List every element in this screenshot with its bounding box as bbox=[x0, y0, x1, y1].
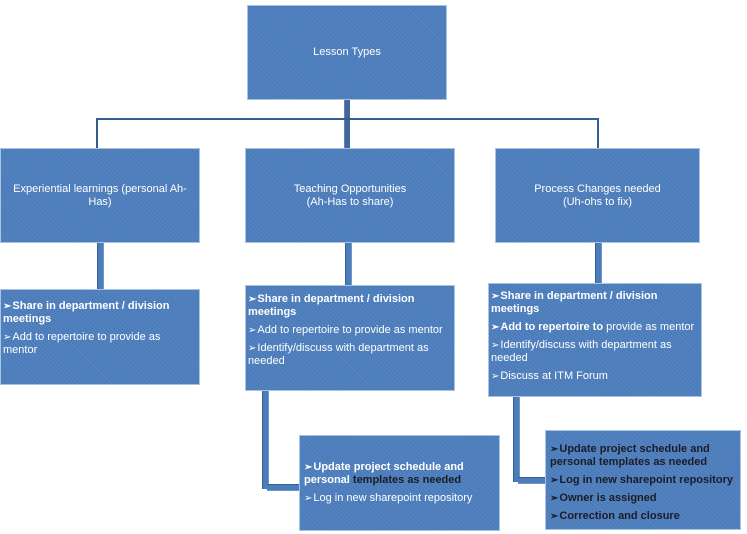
arrow-bullet-icon: ➢ bbox=[550, 493, 559, 504]
arrow-bullet-icon: ➢ bbox=[248, 294, 257, 305]
bullet-text: provide as mentor bbox=[606, 321, 695, 333]
arrow-bullet-icon: ➢ bbox=[550, 444, 559, 455]
arrow-bullet-icon: ➢ bbox=[550, 475, 559, 486]
actions-box-experiential: ➢Share in department / division meetings… bbox=[0, 289, 200, 385]
bullet-item: ➢Log in new sharepoint repository bbox=[550, 474, 737, 487]
bullet-item: ➢Share in department / division meetings bbox=[3, 300, 196, 326]
bullet-text: Add to repertoire to provide as mentor bbox=[3, 331, 161, 356]
arrow-bullet-icon: ➢ bbox=[3, 332, 12, 343]
connector-middle-elbow-horizontal bbox=[267, 484, 299, 491]
connector-right-drop bbox=[597, 118, 599, 148]
arrow-bullet-icon: ➢ bbox=[491, 291, 500, 302]
arrow-bullet-icon: ➢ bbox=[304, 462, 313, 473]
arrow-bullet-icon: ➢ bbox=[304, 493, 313, 504]
bullet-text: Add to repertoire to bbox=[500, 321, 607, 333]
connector-middle-vertical bbox=[345, 243, 352, 285]
connector-right-elbow-horizontal bbox=[518, 477, 545, 484]
category-box-process-changes: Process Changes needed (Uh-ohs to fix) bbox=[495, 148, 700, 243]
connector-left-drop bbox=[96, 118, 98, 148]
bullet-item: ➢Owner is assigned bbox=[550, 492, 737, 505]
bullet-item: ➢Share in department / division meetings bbox=[491, 290, 698, 316]
connector-right-vertical bbox=[595, 243, 602, 283]
bullet-item: ➢Update project schedule and personal te… bbox=[304, 461, 496, 487]
category-label-experiential: Experiential learnings (personal Ah-Has) bbox=[13, 182, 187, 208]
arrow-bullet-icon: ➢ bbox=[491, 371, 500, 382]
connector-right-elbow-vertical bbox=[513, 397, 520, 482]
arrow-bullet-icon: ➢ bbox=[248, 325, 257, 336]
category-box-experiential: Experiential learnings (personal Ah-Has) bbox=[0, 148, 200, 243]
bullet-text: Share in department / division meetings bbox=[248, 293, 415, 318]
root-box-lesson-types: Lesson Types bbox=[247, 5, 447, 100]
bullet-text: Correction and closure bbox=[559, 510, 680, 522]
bullet-item: ➢Discuss at ITM Forum bbox=[491, 370, 698, 383]
bullet-item: ➢Add to repertoire to provide as mentor bbox=[3, 331, 196, 357]
category-label-process-changes: Process Changes needed (Uh-ohs to fix) bbox=[534, 182, 661, 208]
category-label-teaching: Teaching Opportunities (Ah-Has to share) bbox=[293, 182, 407, 208]
bullet-text: Identify/discuss with department as need… bbox=[491, 339, 672, 364]
bullet-text: Log in new sharepoint repository bbox=[559, 474, 733, 486]
connector-left-vertical bbox=[97, 243, 104, 289]
actions-box-teaching: ➢Share in department / division meetings… bbox=[245, 285, 455, 391]
arrow-bullet-icon: ➢ bbox=[491, 340, 500, 351]
bullet-text: Update project schedule and personal tem… bbox=[550, 443, 710, 468]
bullet-item: ➢Correction and closure bbox=[550, 510, 737, 523]
bullet-item: ➢Identify/discuss with department as nee… bbox=[248, 342, 451, 368]
followup-box-teaching: ➢Update project schedule and personal te… bbox=[299, 435, 500, 531]
arrow-bullet-icon: ➢ bbox=[491, 322, 500, 333]
followup-box-process-changes: ➢Update project schedule and personal te… bbox=[545, 430, 741, 530]
bullet-text: Update project schedule and personal bbox=[304, 461, 464, 486]
bullet-item: ➢Add to repertoire to provide as mentor bbox=[248, 324, 451, 337]
actions-box-process-changes: ➢Share in department / division meetings… bbox=[488, 283, 702, 397]
bullet-text: Share in department / division meetings bbox=[491, 290, 658, 315]
bullet-text: Log in new sharepoint repository bbox=[313, 492, 473, 504]
bullet-text: templates as needed bbox=[352, 474, 462, 486]
bullet-item: ➢Log in new sharepoint repository bbox=[304, 492, 496, 505]
category-box-teaching: Teaching Opportunities (Ah-Has to share) bbox=[245, 148, 455, 243]
bullet-text: Owner is assigned bbox=[559, 492, 657, 504]
arrow-bullet-icon: ➢ bbox=[550, 511, 559, 522]
arrow-bullet-icon: ➢ bbox=[248, 343, 257, 354]
bullet-text: Identify/discuss with department as need… bbox=[248, 342, 429, 367]
bullet-item: ➢Add to repertoire to provide as mentor bbox=[491, 321, 698, 334]
bullet-item: ➢Identify/discuss with department as nee… bbox=[491, 339, 698, 365]
bullet-text: Discuss at ITM Forum bbox=[500, 370, 608, 382]
connector-root-vertical bbox=[344, 100, 350, 148]
bullet-text: Add to repertoire to provide as mentor bbox=[257, 324, 443, 336]
connector-middle-elbow-vertical bbox=[262, 391, 269, 489]
connector-horizontal-bar bbox=[96, 118, 599, 120]
root-box-label: Lesson Types bbox=[313, 46, 381, 58]
bullet-text: Share in department / division meetings bbox=[3, 300, 170, 325]
bullet-item: ➢Share in department / division meetings bbox=[248, 293, 451, 319]
arrow-bullet-icon: ➢ bbox=[3, 301, 12, 312]
bullet-item: ➢Update project schedule and personal te… bbox=[550, 443, 737, 469]
